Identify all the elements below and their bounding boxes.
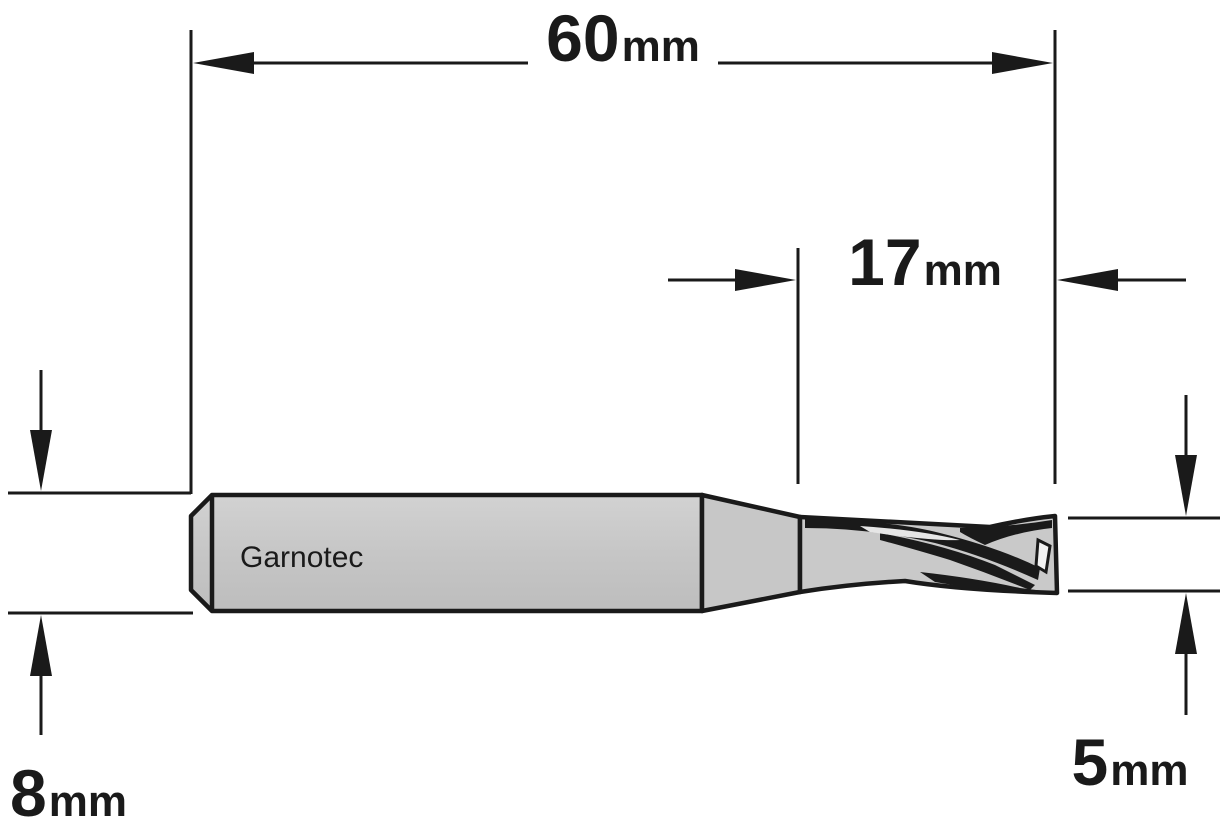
arrowhead-left	[193, 52, 254, 74]
cutting-arrowhead-left	[735, 269, 796, 291]
flute-tip-facet	[1034, 537, 1052, 575]
shank-diameter-unit: mm	[49, 777, 127, 826]
cutting-diameter-label: 5mm	[1072, 725, 1189, 799]
shank-taper	[699, 492, 803, 614]
cutting-diameter-value: 5	[1072, 725, 1109, 799]
brand-label: Garnotec	[240, 541, 363, 574]
shank-diameter-dimension: 8mm	[8, 370, 193, 826]
cutting-length-value: 17	[848, 225, 921, 299]
cutting-diameter-unit: mm	[1110, 746, 1188, 795]
cutting-diameter-dimension: 5mm	[1068, 395, 1220, 799]
cutting-length-label: 17mm	[848, 225, 1002, 299]
overall-length-value: 60	[546, 1, 619, 75]
drill-bit: Garnotec	[188, 492, 1060, 614]
cutting-arrowhead-right	[1057, 269, 1118, 291]
flute-highlight	[860, 526, 960, 541]
flute-spiral-4	[920, 572, 1052, 594]
overall-length-label: 60mm	[546, 1, 700, 75]
arrowhead-right	[992, 52, 1053, 74]
flute-spiral-2	[880, 533, 1035, 590]
cutting-length-unit: mm	[924, 246, 1002, 295]
shank-diameter-label: 8mm	[10, 756, 127, 826]
flute-spiral-3	[960, 520, 1052, 545]
overall-length-dimension: 60mm	[189, 1, 1057, 494]
shank-arrowhead-bottom	[30, 615, 52, 676]
cutting-length-dimension: 17mm	[668, 225, 1186, 484]
shank-arrowhead-top	[30, 430, 52, 491]
shank-diameter-value: 8	[10, 756, 47, 826]
flute-spiral-1	[805, 519, 1040, 580]
overall-length-unit: mm	[622, 22, 700, 71]
cutting-arrowhead-bottom	[1175, 593, 1197, 654]
cutting-arrowhead-top	[1175, 455, 1197, 516]
